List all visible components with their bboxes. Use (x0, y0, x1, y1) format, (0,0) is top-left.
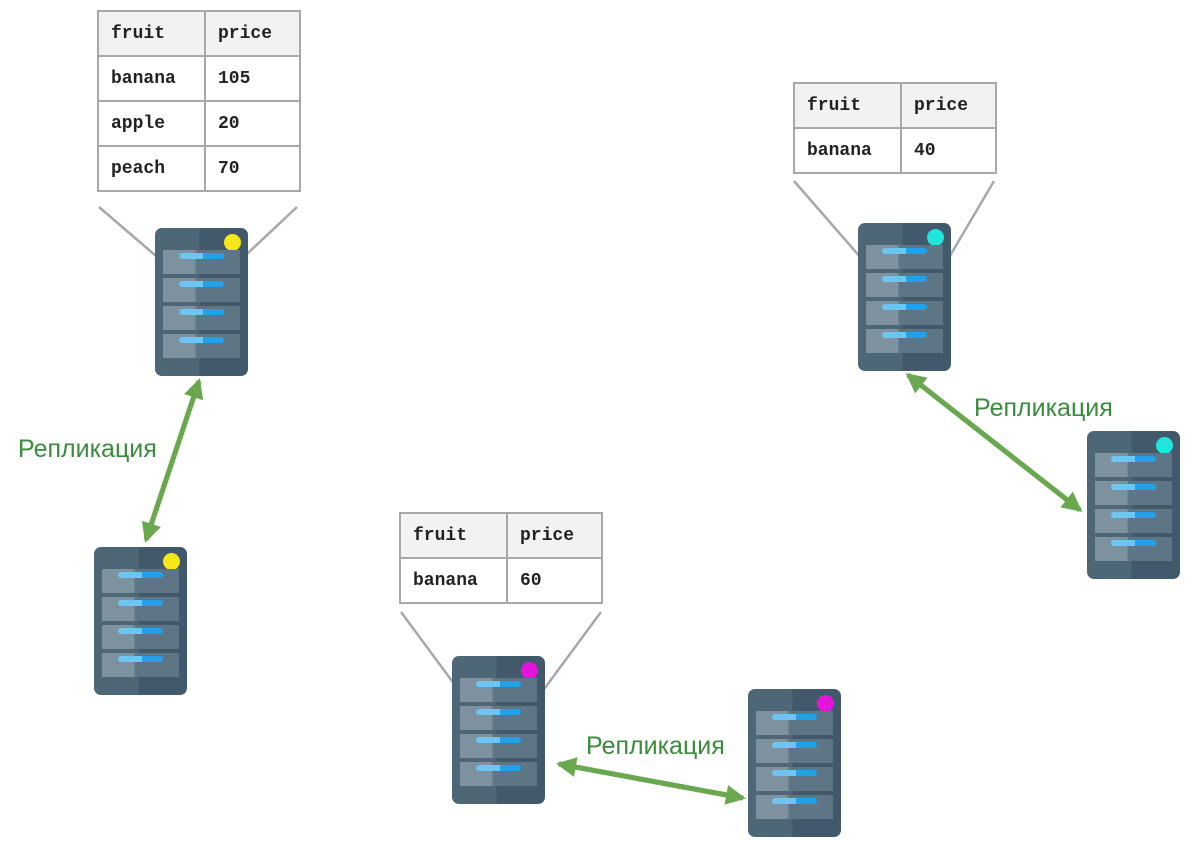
cell-fruit: apple (97, 100, 206, 147)
drive-led-bar (118, 656, 163, 662)
server-icon-magenta-replica (748, 689, 841, 837)
server-drive-slot (163, 250, 240, 274)
table-header-row: fruit price (97, 10, 301, 57)
header-cell-fruit: fruit (97, 10, 206, 57)
table-row: banana 60 (399, 557, 603, 604)
drive-led-bar (1111, 484, 1156, 490)
cell-price: 70 (204, 145, 301, 192)
drive-led-bar (1111, 512, 1156, 518)
drive-led-bar (1111, 456, 1156, 462)
drive-led-bar (118, 628, 163, 634)
status-dot-magenta (521, 662, 538, 679)
drive-led-bar (882, 276, 927, 282)
server-drive-slot (756, 739, 833, 763)
drive-led-bar (179, 337, 224, 343)
server-drive-slot (460, 706, 537, 730)
header-cell-price: price (204, 10, 301, 57)
replication-arrow-cyan (905, 373, 1083, 512)
drive-led-bar (772, 714, 817, 720)
server-drive-slot (1095, 481, 1172, 505)
cell-price: 105 (204, 55, 301, 102)
server-drive-slot (756, 711, 833, 735)
server-drive-slot (1095, 453, 1172, 477)
replication-label: Репликация (974, 394, 1113, 422)
table-row: peach 70 (97, 145, 301, 192)
server-drive-slot (866, 245, 943, 269)
cell-fruit: banana (793, 127, 902, 174)
drive-led-bar (772, 798, 817, 804)
server-drive-slot (102, 597, 179, 621)
server-icon-yellow-replica (94, 547, 187, 695)
server-drive-slot (102, 569, 179, 593)
drive-led-bar (118, 600, 163, 606)
callout-funnel-cyan (793, 180, 996, 267)
cell-price: 20 (204, 100, 301, 147)
status-dot-yellow (163, 553, 180, 570)
drive-led-bar (772, 770, 817, 776)
table-header-row: fruit price (399, 512, 603, 559)
server-drive-slot (460, 734, 537, 758)
table-header-row: fruit price (793, 82, 997, 129)
table-row: apple 20 (97, 100, 301, 147)
drive-led-bar (476, 765, 521, 771)
table-row: banana 105 (97, 55, 301, 102)
server-drive-slot (102, 653, 179, 677)
server-icon-cyan-replica (1087, 431, 1180, 579)
table-row: banana 40 (793, 127, 997, 174)
server-icon-magenta-primary (452, 656, 545, 804)
status-dot-yellow (224, 234, 241, 251)
drive-led-bar (476, 709, 521, 715)
server-icon-yellow-primary (155, 228, 248, 376)
table-cyan-cluster: fruit price banana 40 (793, 82, 997, 174)
drive-led-bar (1111, 540, 1156, 546)
server-drive-slot (866, 329, 943, 353)
server-drive-slot (163, 334, 240, 358)
cell-price: 40 (900, 127, 997, 174)
header-cell-price: price (506, 512, 603, 559)
server-drive-slot (460, 762, 537, 786)
replication-label: Репликация (18, 435, 157, 463)
server-drive-slot (1095, 509, 1172, 533)
replication-arrow-magenta (556, 757, 746, 805)
drive-led-bar (772, 742, 817, 748)
server-drive-slot (756, 795, 833, 819)
server-drive-slot (163, 306, 240, 330)
drive-led-bar (882, 332, 927, 338)
drive-led-bar (476, 681, 521, 687)
cell-fruit: banana (97, 55, 206, 102)
cell-price: 60 (506, 557, 603, 604)
status-dot-cyan (927, 229, 944, 246)
server-drive-slot (102, 625, 179, 649)
server-drive-slot (866, 273, 943, 297)
replication-label: Репликация (586, 732, 725, 760)
server-icon-cyan-primary (858, 223, 951, 371)
server-drive-slot (163, 278, 240, 302)
header-cell-fruit: fruit (793, 82, 902, 129)
cell-fruit: banana (399, 557, 508, 604)
status-dot-magenta (817, 695, 834, 712)
header-cell-price: price (900, 82, 997, 129)
server-drive-slot (756, 767, 833, 791)
table-magenta-cluster: fruit price banana 60 (399, 512, 603, 604)
drive-led-bar (179, 253, 224, 259)
replication-arrow-yellow (141, 378, 204, 543)
drive-led-bar (179, 281, 224, 287)
drive-led-bar (882, 304, 927, 310)
drive-led-bar (118, 572, 163, 578)
header-cell-fruit: fruit (399, 512, 508, 559)
table-yellow-cluster: fruit price banana 105 apple 20 peach 70 (97, 10, 301, 192)
drive-led-bar (179, 309, 224, 315)
status-dot-cyan (1156, 437, 1173, 454)
drive-led-bar (882, 248, 927, 254)
cell-fruit: peach (97, 145, 206, 192)
server-drive-slot (1095, 537, 1172, 561)
server-drive-slot (460, 678, 537, 702)
server-drive-slot (866, 301, 943, 325)
drive-led-bar (476, 737, 521, 743)
